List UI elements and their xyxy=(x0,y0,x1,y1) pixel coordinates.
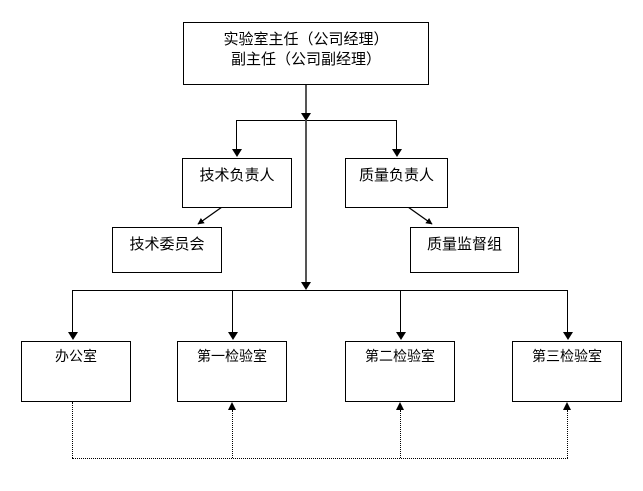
connector-quality-director-to-supervision xyxy=(407,206,433,225)
node-quality-supervision-group-label: 质量监督组 xyxy=(426,235,502,253)
dotted-connector-to-lab-three xyxy=(567,410,568,458)
node-lab-two[interactable]: 第二检验室 xyxy=(345,341,455,402)
arrowhead-dotted-lab-one xyxy=(228,402,236,410)
node-lab-two-label: 第二检验室 xyxy=(365,349,435,365)
connector-to-office xyxy=(72,290,73,334)
connector-technical-director-to-committee xyxy=(197,206,223,225)
node-quality-director[interactable]: 质量负责人 xyxy=(345,158,448,208)
connector-root-stem xyxy=(305,85,307,115)
node-lab-one-label: 第一检验室 xyxy=(197,349,267,365)
node-technical-committee[interactable]: 技术委员会 xyxy=(112,227,222,273)
node-quality-supervision-group[interactable]: 质量监督组 xyxy=(410,227,519,273)
node-technical-director[interactable]: 技术负责人 xyxy=(182,158,292,208)
arrowhead-spine-to-distribution-bar xyxy=(301,282,311,290)
node-lab-three[interactable]: 第三检验室 xyxy=(512,341,622,402)
connector-branch-bar-row2 xyxy=(236,120,397,121)
connector-to-quality-director xyxy=(396,120,397,150)
node-lab-three-label: 第三检验室 xyxy=(532,349,602,365)
dotted-connector-to-lab-one xyxy=(232,410,233,458)
connector-to-lab-two xyxy=(400,290,401,334)
arrowhead-quality-director xyxy=(392,149,402,157)
node-root[interactable]: 实验室主任（公司经理） 副主任（公司副经理） xyxy=(183,22,429,85)
connector-to-technical-director xyxy=(236,120,237,150)
arrowhead-technical-director xyxy=(232,149,242,157)
arrowhead-office xyxy=(68,332,78,340)
node-office-label: 办公室 xyxy=(55,349,97,365)
connector-distribution-bar-row4 xyxy=(72,290,567,291)
connector-to-lab-three xyxy=(567,290,568,334)
arrowhead-lab-two xyxy=(396,332,406,340)
connector-to-lab-one xyxy=(232,290,233,334)
arrowhead-dotted-lab-two xyxy=(396,402,404,410)
arrowhead-lab-three xyxy=(563,332,573,340)
node-technical-committee-label: 技术委员会 xyxy=(129,235,205,253)
dotted-connector-horizontal-bus xyxy=(72,458,568,459)
dotted-connector-office-down xyxy=(72,402,73,458)
node-root-label: 实验室主任（公司经理） 副主任（公司副经理） xyxy=(223,30,389,69)
dotted-connector-to-lab-two xyxy=(400,410,401,458)
arrowhead-root-to-branchbar xyxy=(301,113,311,121)
node-quality-director-label: 质量负责人 xyxy=(358,166,434,184)
node-lab-one[interactable]: 第一检验室 xyxy=(177,341,287,402)
connector-root-spine xyxy=(305,120,307,284)
node-technical-director-label: 技术负责人 xyxy=(199,166,275,184)
node-office[interactable]: 办公室 xyxy=(21,341,131,402)
arrowhead-dotted-lab-three xyxy=(563,402,571,410)
arrowhead-lab-one xyxy=(228,332,238,340)
